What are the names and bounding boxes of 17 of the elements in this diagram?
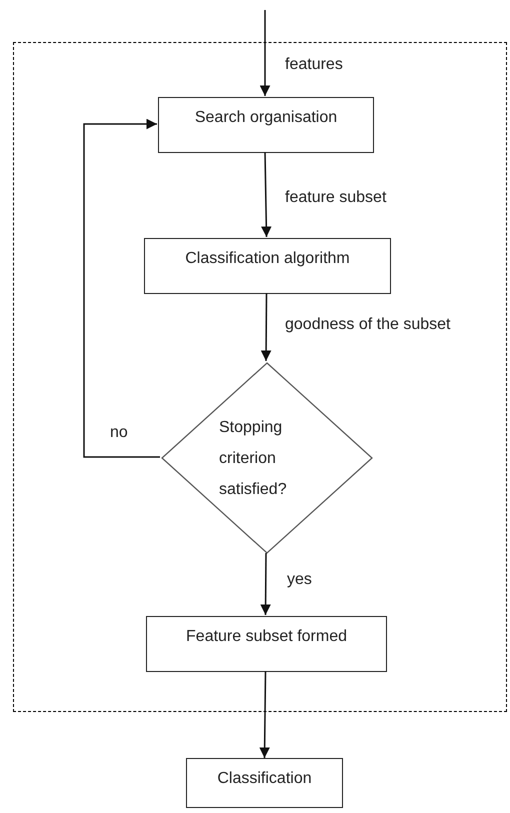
process-label: Feature subset formed <box>186 627 347 647</box>
process-box <box>158 97 374 153</box>
arrow <box>83 118 160 458</box>
process-label: Classification algorithm <box>185 249 350 269</box>
process-box <box>144 238 391 294</box>
dashed-group-frame <box>13 42 507 712</box>
arrow <box>260 10 270 96</box>
process-label: Search organisation <box>194 108 338 128</box>
arrow <box>260 553 271 615</box>
arrow <box>259 671 270 758</box>
arrow <box>260 293 272 361</box>
process-label: Classification <box>217 769 312 789</box>
process-box <box>146 616 387 672</box>
decision-text: Stopping criterion satisfied? <box>219 418 288 500</box>
decision-diamond <box>161 362 373 554</box>
process-box <box>186 758 343 808</box>
arrow <box>261 152 272 238</box>
